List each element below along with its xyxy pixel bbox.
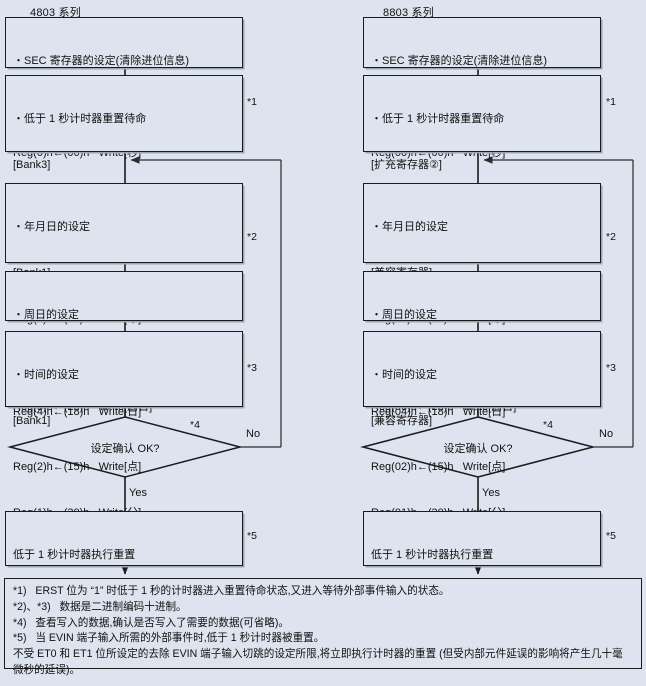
- footnote-marker-1-right: *1: [606, 96, 616, 108]
- step-line: ・时间的设定: [13, 368, 79, 381]
- step-line: [Bank3]: [13, 159, 51, 172]
- step-execute-reset-right: 低于 1 秒计时器执行重置 将 EVIN 端子的输入从低电平改为高电平后, 执行…: [363, 511, 601, 653]
- step-weekday-setting-left: ・周日的设定 [Bank1] Reg(3)h←(20)h Write[周日]: [5, 271, 243, 413]
- step-date-setting-left: ・年月日的设定 [Bank1] Reg(6)h←(14)h Write[年] R…: [5, 183, 243, 418]
- footnote-marker-3-right: *3: [606, 362, 616, 374]
- step-line: [Bank1]: [13, 415, 51, 428]
- step-line: ・低于 1 秒计时器重置待命: [13, 112, 147, 125]
- footnote-marker-2-left: *2: [247, 231, 257, 243]
- step-line: ・低于 1 秒计时器重置待命: [371, 112, 505, 125]
- footnote-marker-2-right: *2: [606, 231, 616, 243]
- footnote-marker-5-left: *5: [247, 530, 257, 542]
- step-line: ・时间的设定: [371, 368, 437, 381]
- footnote-line: *2)、*3) 数据是二进制编码十进制。: [13, 600, 187, 613]
- step-line: 低于 1 秒计时器执行重置: [371, 548, 494, 561]
- footnotes-box: *1) ERST 位为 “1” 时低于 1 秒的计时器进入重置待命状态,又进入等…: [4, 578, 642, 676]
- decision-yes-label-right: Yes: [482, 487, 500, 499]
- column-title-left: 4803 系列: [30, 7, 81, 19]
- step-time-setting-left: ・时间的设定 [Bank1] Reg(2)h←(15)h Write[点] Re…: [5, 331, 243, 566]
- footnote-marker-3-left: *3: [247, 362, 257, 374]
- step-sec-register-left: ・SEC 寄存器的设定(清除进位信息) [Bank1] Reg(0)h←(00)…: [5, 17, 243, 159]
- step-line: 低于 1 秒计时器执行重置: [13, 548, 136, 561]
- step-execute-reset-left: 低于 1 秒计时器执行重置 将 EVIN 端子的输入从低电平改为高电平后, 执行…: [5, 511, 243, 653]
- footnote-marker-5-right: *5: [606, 530, 616, 542]
- step-line: ・SEC 寄存器的设定(清除进位信息): [13, 54, 189, 67]
- footnote-marker-1-left: *1: [247, 96, 257, 108]
- step-sub-second-reset-standby-right: ・低于 1 秒计时器重置待命 [扩充寄存器②] Reg(2F)h←(41)h W…: [363, 75, 601, 263]
- step-line: ・年月日的设定: [13, 220, 90, 233]
- footnote-line: 微秒的延误)。: [13, 663, 81, 676]
- step-weekday-setting-right: ・周日的设定 [兼容寄存器] Reg(03)h←(20)h Write[周日]: [363, 271, 601, 413]
- step-line: [兼容寄存器]: [371, 415, 433, 428]
- step-line: Reg(4)h←(18)h Write[日]: [13, 405, 142, 418]
- step-line: Reg(02)h←(15)h Write[点]: [371, 461, 506, 474]
- step-line: ・年月日的设定: [371, 220, 448, 233]
- step-time-setting-right: ・时间的设定 [兼容寄存器] Reg(02)h←(15)h Write[点] R…: [363, 331, 601, 566]
- column-title-right: 8803 系列: [383, 7, 434, 19]
- step-line: [扩充寄存器②]: [371, 159, 442, 172]
- decision-no-label-right: No: [599, 428, 614, 440]
- step-line: Reg(04)h←(18)h Write[日]: [371, 405, 506, 418]
- step-line: Reg(2)h←(15)h Write[点]: [13, 461, 142, 474]
- footnote-marker-4-left: *4: [190, 419, 200, 431]
- decision-label-right: 设定确认 OK?: [443, 443, 513, 455]
- step-sec-register-right: ・SEC 寄存器的设定(清除进位信息) [兼容寄存器] Reg(00)h←(00…: [363, 17, 601, 159]
- footnote-marker-4-right: *4: [543, 419, 553, 431]
- decision-no-label-left: No: [246, 428, 261, 440]
- step-date-setting-right: ・年月日的设定 [兼容寄存器] Reg(06)h←(14)h Write[年] …: [363, 183, 601, 418]
- footnote-line: *5) 当 EVIN 端子输入所需的外部事件时,低于 1 秒计时器被重置。: [13, 632, 325, 645]
- footnote-line: *4) 查看写入的数据,确认是否写入了需要的数据(可省略)。: [13, 616, 290, 629]
- decision-label-left: 设定确认 OK?: [90, 443, 160, 455]
- step-line: ・周日的设定: [371, 308, 437, 321]
- step-line: ・SEC 寄存器的设定(清除进位信息): [371, 54, 547, 67]
- decision-yes-label-left: Yes: [129, 487, 147, 499]
- footnote-line: *1) ERST 位为 “1” 时低于 1 秒的计时器进入重置待命状态,又进入等…: [13, 585, 450, 597]
- step-sub-second-reset-standby-left: ・低于 1 秒计时器重置待命 [Bank3] Reg(F)h←(41)h Wri…: [5, 75, 243, 263]
- step-line: ・周日的设定: [13, 308, 79, 321]
- footnote-line: 不受 ET0 和 ET1 位所设定的去除 EVIN 端子输入切跳的设定所限,将立…: [13, 648, 623, 661]
